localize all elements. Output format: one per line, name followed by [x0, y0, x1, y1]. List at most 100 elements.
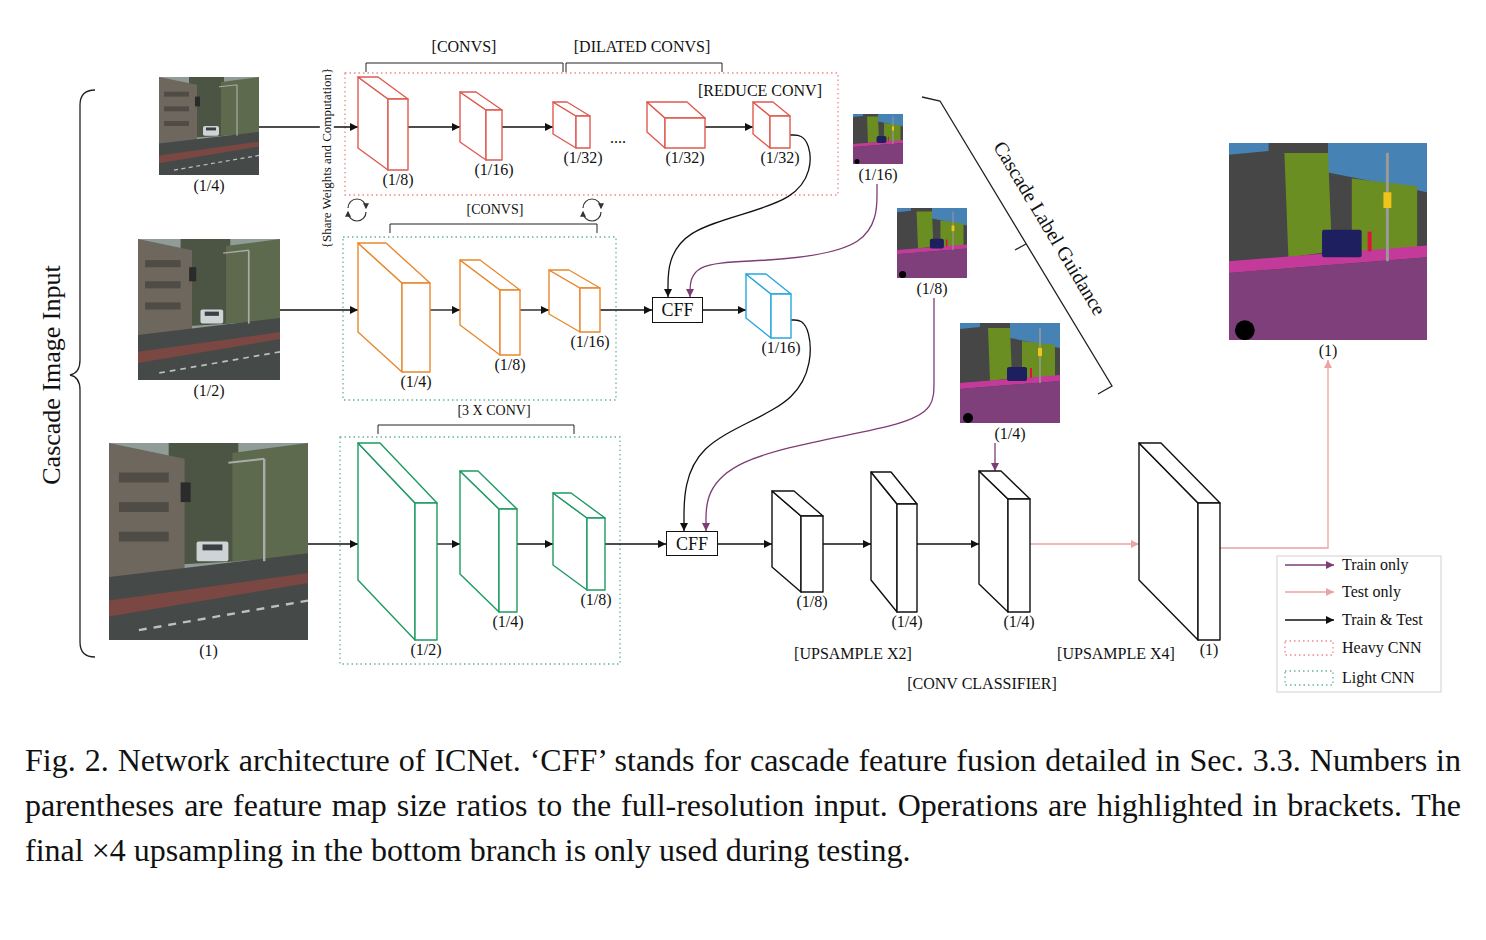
- cuboid-outline: [553, 102, 590, 148]
- pole: [263, 459, 265, 561]
- connector: [705, 126, 753, 127]
- fusion-box: CFF: [666, 531, 718, 556]
- cuboid-face: [801, 516, 823, 592]
- operation-label: [CONVS]: [467, 202, 524, 217]
- connector: [706, 298, 934, 531]
- building: [109, 443, 185, 585]
- connector: [1030, 543, 1139, 544]
- legend-text: Light CNN: [1342, 669, 1414, 687]
- cuboid-face: [460, 260, 520, 290]
- cuboid-outline: [549, 270, 600, 332]
- operation-label: [UPSAMPLE X2]: [794, 645, 912, 663]
- size-ratio: (1/2): [138, 382, 280, 400]
- segmentation-map: [853, 114, 903, 164]
- segmentation-map: [1229, 143, 1427, 340]
- size-ratio: (1/8): [382, 171, 413, 189]
- car-class: [930, 239, 944, 249]
- pole-class: [952, 212, 953, 251]
- feature-map: (1/8): [358, 77, 408, 170]
- building: [138, 239, 192, 341]
- cuboid-face: [871, 472, 917, 504]
- feature-map: (1/32): [553, 102, 590, 148]
- road-class: [853, 143, 903, 164]
- size-ratio: (1/32): [563, 149, 602, 167]
- cuboid-face: [358, 443, 437, 503]
- cuboid-face: [460, 471, 517, 509]
- traffic-light-class: [892, 127, 894, 131]
- heavy-cnn-region: [345, 73, 838, 195]
- cuboid-face: [460, 92, 502, 110]
- operation-label: Cascade Label Guidance: [989, 137, 1110, 319]
- brace: [70, 90, 95, 657]
- connector: [437, 543, 460, 544]
- car: [200, 310, 223, 324]
- sky-class: [853, 114, 863, 117]
- road-class: [897, 249, 967, 278]
- image-panel: (1/16): [853, 114, 903, 184]
- building-class: [897, 208, 967, 278]
- operation-label: Cascade Image Input: [38, 265, 67, 484]
- operation-label: [3 X CONV]: [457, 403, 530, 418]
- feature-map: (1/16): [549, 270, 600, 332]
- sky-class: [1229, 143, 1269, 155]
- sky: [109, 443, 308, 640]
- operation-label: ....: [610, 129, 626, 147]
- cuboid-face: [486, 110, 502, 160]
- window-row: [145, 302, 181, 309]
- image-panel: (1/4): [159, 77, 259, 195]
- person-class: [1368, 232, 1372, 252]
- feature-map: (1/32): [647, 102, 705, 148]
- traffic-light: [181, 482, 191, 502]
- connector: [600, 309, 652, 310]
- connector: [1220, 360, 1328, 548]
- pole-class: [893, 117, 894, 145]
- window-row: [119, 473, 169, 483]
- size-ratio: (1/8): [796, 593, 827, 611]
- operation-label: [CONV CLASSIFIER]: [907, 675, 1057, 693]
- segmentation-map: [960, 323, 1060, 423]
- cuboid-face: [358, 243, 430, 283]
- window-row: [164, 92, 189, 97]
- connector: [259, 126, 358, 127]
- size-ratio: (1/16): [853, 166, 903, 184]
- cuboid-outline: [358, 443, 437, 640]
- share-weights-icon: [583, 199, 601, 208]
- size-ratio: (1/16): [474, 161, 513, 179]
- connector: [308, 543, 358, 544]
- size-ratio: (1/32): [665, 149, 704, 167]
- cuboid-outline: [460, 260, 520, 355]
- ego-vehicle: [899, 271, 906, 278]
- bracket: [390, 224, 597, 233]
- bike-lane: [159, 142, 259, 164]
- traffic-light-class: [952, 226, 955, 232]
- building-class: [853, 114, 903, 164]
- operation-label: {Share Weights and Computation}: [320, 65, 334, 252]
- pole-arm: [228, 459, 264, 463]
- figure-caption: Fig. 2. Network architecture of ICNet. ‘…: [25, 738, 1461, 873]
- operation-label: [REDUCE CONV]: [698, 82, 822, 100]
- pole-arm: [219, 85, 237, 87]
- building: [159, 77, 197, 148]
- cuboid-face: [746, 274, 791, 294]
- size-ratio: (1/8): [897, 280, 967, 298]
- cuboid-face: [576, 116, 590, 148]
- building-class: [1229, 143, 1427, 340]
- legend-box: [1277, 556, 1441, 692]
- cuboid-face: [1139, 443, 1220, 503]
- cuboid-face: [897, 504, 917, 612]
- size-ratio: (1/32): [760, 149, 799, 167]
- legend-sample: [1285, 591, 1334, 592]
- car-window: [206, 127, 216, 130]
- cuboid-outline: [753, 102, 790, 148]
- size-ratio: (1/16): [761, 339, 800, 357]
- image-panel: (1/4): [960, 323, 1060, 443]
- street-photo: [109, 443, 308, 640]
- cuboid-face: [979, 471, 1030, 499]
- legend-sample: [1285, 619, 1334, 620]
- share-weights-icon: [348, 212, 366, 221]
- feature-map: (1/4): [871, 472, 917, 612]
- size-ratio: (1): [1229, 342, 1427, 360]
- legend-text: Heavy CNN: [1342, 639, 1422, 657]
- feature-map: (1/8): [772, 491, 823, 592]
